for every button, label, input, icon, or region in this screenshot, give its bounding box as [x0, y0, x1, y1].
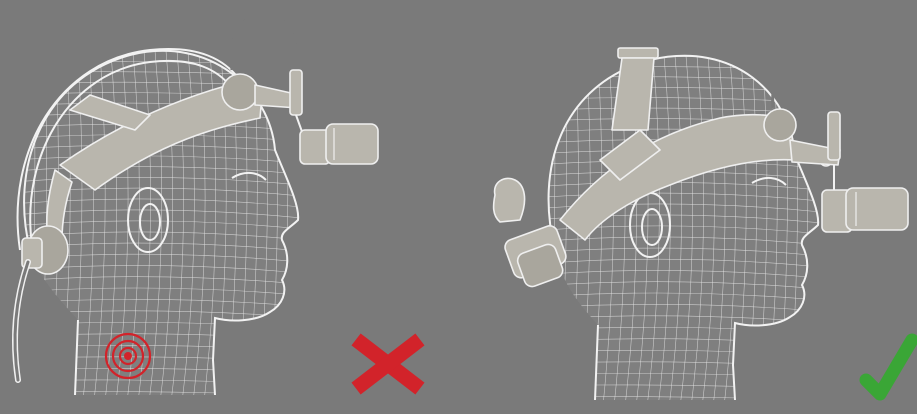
top-strap-post-right [612, 58, 654, 130]
headlamp-left [300, 124, 378, 164]
front-hub-right [764, 109, 796, 141]
cross-icon [362, 344, 414, 384]
check-icon [866, 340, 912, 394]
front-hub-left [222, 74, 258, 110]
correct-panel [494, 30, 912, 414]
headlamp-right [822, 188, 908, 232]
pressure-point-icon [106, 334, 150, 378]
incorrect-panel [0, 15, 414, 410]
